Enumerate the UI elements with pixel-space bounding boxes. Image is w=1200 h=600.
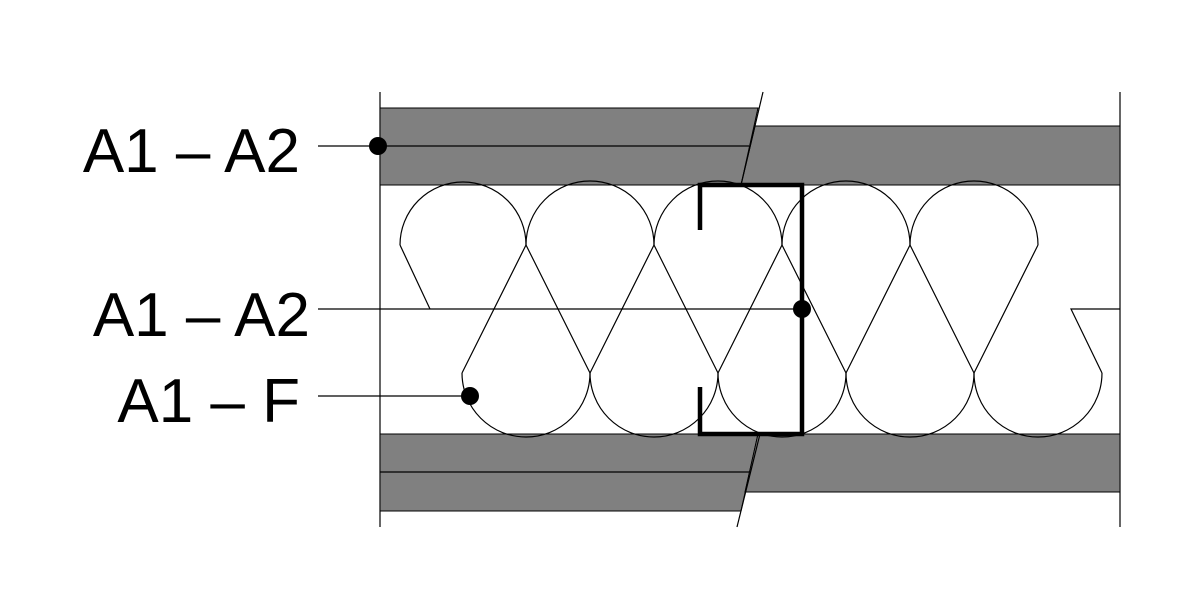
top-break-line [740,91,764,186]
label-boards: A1 – A2 [83,117,300,186]
bottom-board-right [744,433,1121,493]
bottom-board-layers [379,433,1121,528]
label-insulation: A1 – F [117,367,300,436]
leader-dot-insulation [461,387,479,405]
top-board-layers [379,91,1121,186]
bottom-break-line [736,433,761,528]
label-profile: A1 – A2 [93,281,310,350]
leader-dot-boards [369,137,387,155]
leader-dot-profile [793,300,811,318]
top-board-right [740,125,1121,186]
